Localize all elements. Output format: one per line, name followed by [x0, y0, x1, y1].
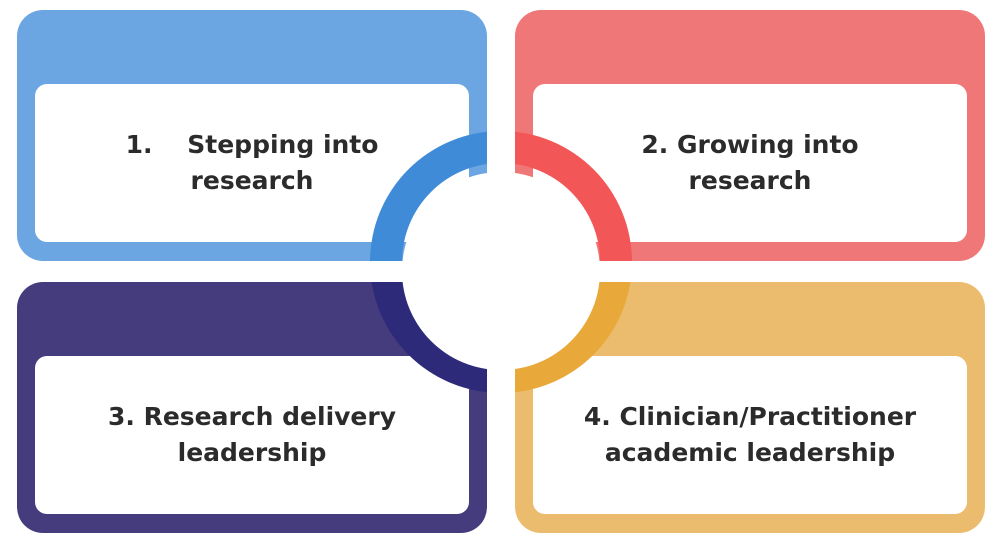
quadrant-3-card: 3. Research delivery leadership [17, 282, 487, 533]
quadrant-3-label-line1: 3. Research delivery [107, 402, 397, 431]
vertical-gap [487, 0, 515, 538]
quadrant-4-panel: 4. Clinician/Practitioner academic leade… [533, 356, 967, 514]
quadrant-3-panel: 3. Research delivery leadership [35, 356, 469, 514]
quadrant-1-card: 1. Stepping into research [17, 10, 487, 261]
quadrant-1-panel: 1. Stepping into research [35, 84, 469, 242]
quadrant-2-label-line1: 2. Growing into [641, 130, 859, 159]
quadrant-4-label-line2: academic leadership [604, 438, 896, 467]
quadrant-3-label-line2: leadership [177, 438, 327, 467]
horizontal-gap [0, 261, 1000, 282]
quadrant-1-label-line1: 1. Stepping into [125, 130, 379, 159]
quadrant-4-card: 4. Clinician/Practitioner academic leade… [515, 282, 985, 533]
quadrant-1-label-line2: research [190, 166, 314, 195]
quadrant-4-label-line1: 4. Clinician/Practitioner [583, 402, 917, 431]
quadrant-2-panel: 2. Growing into research [533, 84, 967, 242]
quadrant-2-card: 2. Growing into research [515, 10, 985, 261]
quadrant-2-label-line2: research [688, 166, 812, 195]
